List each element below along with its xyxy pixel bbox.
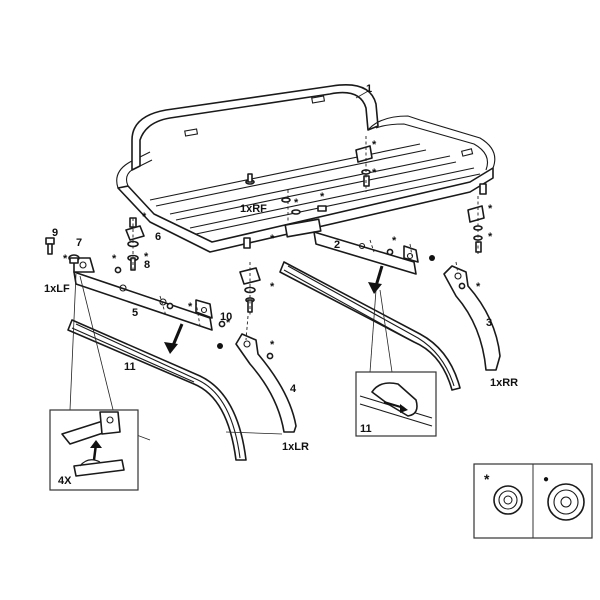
label-part-11-detail: 11	[360, 423, 372, 435]
svg-text:*: *	[188, 301, 193, 313]
luggage-rack-frame	[116, 84, 496, 253]
label-part-3: 3	[486, 317, 492, 329]
svg-text:*: *	[270, 233, 275, 245]
washer-legend: * ●	[473, 463, 593, 539]
label-1xRF: 1xRF	[240, 203, 267, 215]
svg-text:*: *	[270, 339, 275, 351]
svg-text:*: *	[144, 251, 149, 263]
svg-text:*: *	[112, 253, 117, 265]
svg-text:*: *	[270, 281, 275, 293]
rubber-strip-right-11	[279, 261, 461, 391]
rubber-strip-left-11	[67, 319, 247, 461]
svg-text:*: *	[372, 139, 377, 151]
svg-text:*: *	[226, 317, 231, 329]
svg-text:*: *	[142, 211, 147, 223]
nut-7	[68, 254, 80, 264]
fasteners-rf	[245, 173, 327, 215]
label-1xRR: 1xRR	[490, 377, 518, 389]
detail-box-clip	[49, 409, 139, 491]
svg-text:*: *	[320, 191, 325, 203]
label-part-11: 11	[124, 361, 136, 373]
star-washer-icon	[493, 485, 523, 515]
svg-text:*: *	[488, 203, 493, 215]
fasteners-upper	[355, 145, 373, 187]
right-bracket-2	[313, 231, 419, 275]
dot-washer-icon	[547, 483, 585, 521]
rear-support-arm-3	[443, 265, 501, 371]
legend-star-symbol: *	[484, 471, 490, 487]
label-part-8: 8	[144, 259, 150, 271]
callout-labels: 1 2 3 4 5 6 7 8 9 10 11 11 1xRF 1xLF 1xR…	[44, 83, 518, 487]
label-4X: 4X	[58, 475, 72, 487]
left-bracket-5	[73, 257, 213, 331]
label-part-9: 9	[52, 227, 58, 239]
label-part-6: 6	[155, 231, 161, 243]
star-markers: * * * * * * * * * * * * * * * * *	[63, 139, 493, 351]
label-part-1: 1	[366, 83, 372, 95]
label-1xLR: 1xLR	[282, 441, 309, 453]
svg-text:*: *	[63, 253, 68, 265]
label-part-10: 10	[220, 311, 232, 323]
fasteners-rear-right	[467, 205, 485, 253]
detail-box-strip	[355, 371, 437, 437]
label-part-2: 2	[334, 239, 340, 251]
bolt-9	[45, 237, 55, 255]
legend-dot-symbol: ●	[543, 474, 549, 485]
arrow-down-icon	[164, 323, 184, 354]
label-part-4: 4	[290, 383, 297, 395]
rear-support-arm-4	[235, 333, 297, 433]
clip-6	[125, 225, 145, 248]
svg-text:*: *	[392, 235, 397, 247]
arrow-down-icon	[368, 265, 384, 294]
svg-text:*: *	[294, 197, 299, 209]
label-part-5: 5	[132, 307, 138, 319]
svg-text:*: *	[372, 167, 377, 179]
svg-text:*: *	[488, 231, 493, 243]
label-part-7: 7	[76, 237, 82, 249]
svg-text:*: *	[476, 281, 481, 293]
washer-markers	[114, 248, 466, 360]
label-1xLF: 1xLF	[44, 283, 70, 295]
